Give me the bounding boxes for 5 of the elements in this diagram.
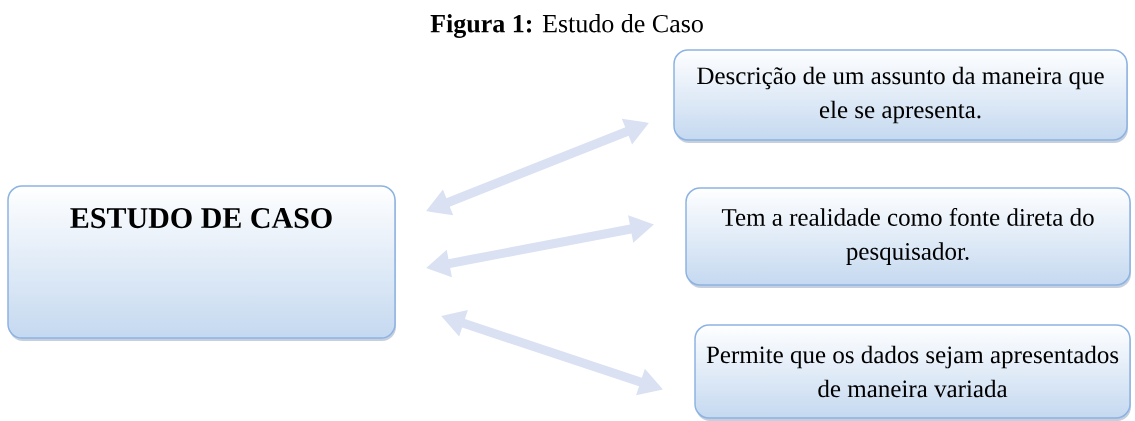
topic-box: ESTUDO DE CASO (7, 185, 396, 341)
text-box: Permite que os dados sejam apresentados de maneira variada (694, 324, 1131, 421)
text-box: Tem a realidade como fonte direta do pesquisador. (685, 187, 1131, 288)
text-box: Descrição de um assunto da maneira que ele se apresenta. (673, 49, 1128, 143)
figure-title: Figura 1: Estudo de Caso (430, 14, 703, 38)
